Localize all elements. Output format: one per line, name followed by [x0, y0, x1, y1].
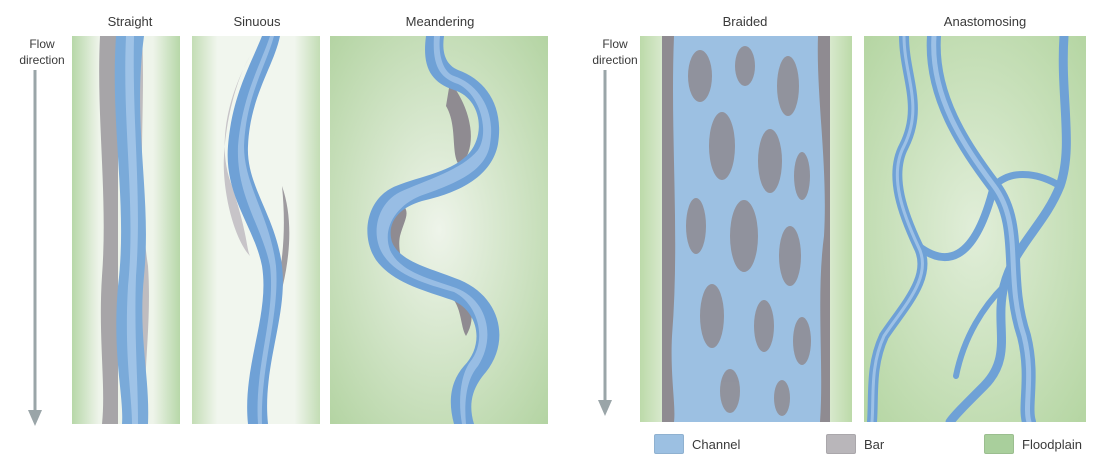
legend-item-floodplain: Floodplain	[984, 434, 1082, 454]
bar	[754, 300, 774, 352]
panel-straight	[72, 36, 180, 424]
title-sinuous: Sinuous	[222, 14, 292, 29]
flow-arrow-left-icon	[28, 70, 42, 430]
flow-arrow-right-icon	[598, 70, 612, 420]
bar	[758, 129, 782, 193]
bar	[730, 200, 758, 272]
bar	[793, 317, 811, 365]
panel-sinuous	[192, 36, 320, 424]
bar	[774, 380, 790, 416]
bar	[720, 369, 740, 413]
legend-item-channel: Channel	[654, 434, 740, 454]
bar	[686, 198, 706, 254]
legend-label-floodplain: Floodplain	[1022, 437, 1082, 452]
legend-label-bar: Bar	[864, 437, 884, 452]
bar	[688, 50, 712, 102]
title-meandering: Meandering	[385, 14, 495, 29]
bar	[700, 284, 724, 348]
panel-anastomosing	[864, 36, 1086, 422]
channel-swatch	[654, 434, 684, 454]
title-anastomosing: Anastomosing	[925, 14, 1045, 29]
legend-item-bar: Bar	[826, 434, 884, 454]
title-braided: Braided	[700, 14, 790, 29]
bar	[777, 56, 799, 116]
bar	[794, 152, 810, 200]
legend-label-channel: Channel	[692, 437, 740, 452]
bar-swatch	[826, 434, 856, 454]
floodplain-swatch	[984, 434, 1014, 454]
panel-braided	[640, 36, 852, 422]
floodplain	[330, 36, 548, 424]
bar	[735, 46, 755, 86]
title-straight: Straight	[95, 14, 165, 29]
bar	[779, 226, 801, 286]
panel-meandering	[330, 36, 548, 424]
bar	[709, 112, 735, 180]
